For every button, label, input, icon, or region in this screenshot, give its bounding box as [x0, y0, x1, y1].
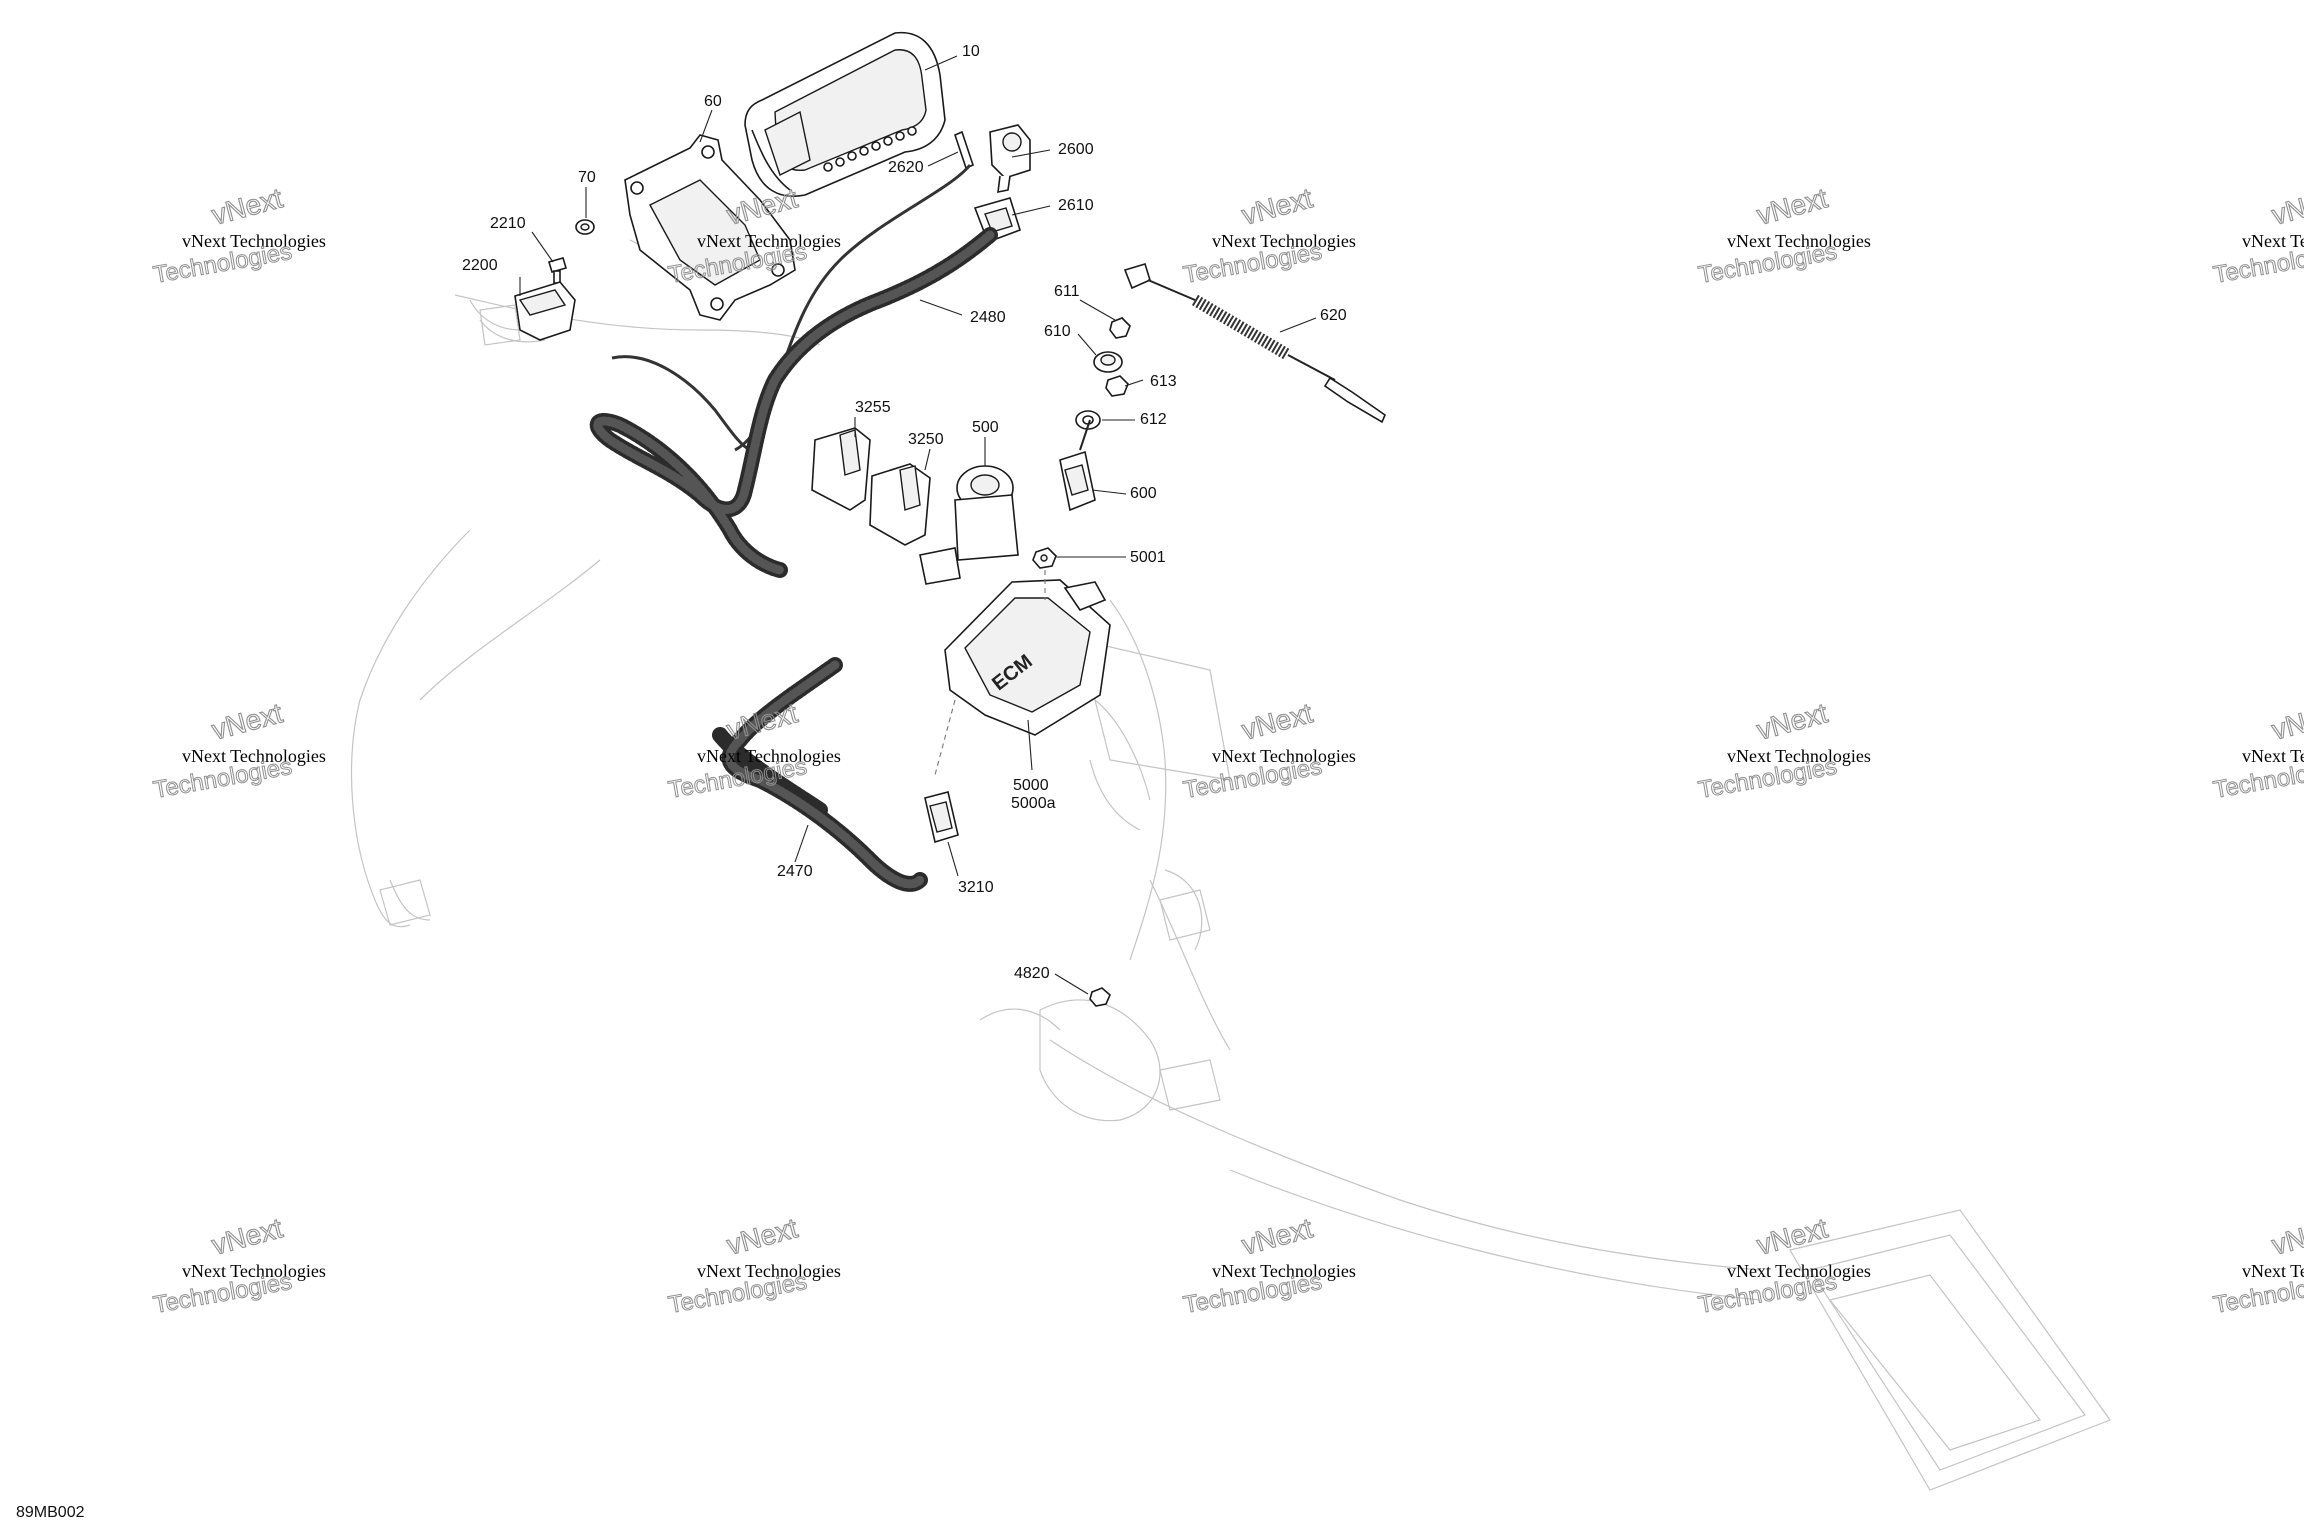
- callout-2600: 2600: [1058, 141, 1094, 158]
- svg-text:vNext Technologies: vNext Technologies: [182, 746, 326, 766]
- rocker-switch-3250: [869, 463, 931, 546]
- svg-text:vNext Technologies: vNext Technologies: [1212, 746, 1356, 766]
- watermark: vNext vNext Technologies Technologies: [666, 1212, 841, 1320]
- ground-wire: [611, 355, 751, 452]
- svg-text:vNext: vNext: [209, 697, 286, 746]
- svg-text:vNext Technologies: vNext Technologies: [2242, 746, 2304, 766]
- nut-611: [1109, 317, 1131, 339]
- watermark: vNext vNext Technologies Technologies: [2211, 182, 2304, 290]
- callout-5000: 5000: [1013, 777, 1049, 794]
- watermark: vNext vNext Technologies Technologies: [1181, 697, 1356, 805]
- watermark: vNext vNext Technologies Technologies: [151, 182, 326, 290]
- callout-500: 500: [972, 419, 999, 436]
- svg-text:vNext Technologies: vNext Technologies: [1212, 231, 1356, 251]
- harness-2470: [712, 657, 928, 892]
- switch-2600: [989, 124, 1031, 194]
- svg-text:vNext Technologies: vNext Technologies: [1727, 746, 1871, 766]
- watermark: vNext vNext Technologies Technologies: [1696, 1212, 1871, 1320]
- svg-text:vNext Technologies: vNext Technologies: [697, 231, 841, 251]
- callout-612: 612: [1140, 411, 1167, 428]
- grommet-70: [575, 219, 595, 235]
- harness-2480: [589, 227, 998, 578]
- ecm-5000: ECM: [944, 579, 1111, 736]
- svg-text:vNext Technologies: vNext Technologies: [2242, 231, 2304, 251]
- callout-613: 613: [1150, 373, 1177, 390]
- figure-code: 89MB002: [16, 1504, 85, 1521]
- svg-text:vNext Technologies: vNext Technologies: [1727, 231, 1871, 251]
- callout-2470: 2470: [777, 863, 813, 880]
- callout-3250: 3250: [908, 431, 944, 448]
- watermark: vNext vNext Technologies Technologies: [666, 697, 841, 805]
- callout-4820: 4820: [1014, 965, 1050, 982]
- callout-labels: 10 60 70 2210 2200 2620 2600 2610 2480 6…: [462, 43, 1347, 982]
- callout-5001: 5001: [1130, 549, 1166, 566]
- callout-2610: 2610: [1058, 197, 1094, 214]
- svg-text:vNext Technologies: vNext Technologies: [697, 746, 841, 766]
- callout-610: 610: [1044, 323, 1071, 340]
- callout-5000a: 5000a: [1011, 795, 1056, 812]
- rocker-switch-3255: [811, 427, 871, 511]
- indicator-lights: [823, 126, 917, 172]
- screw-2210: [548, 257, 567, 284]
- svg-text:vNext Technologies: vNext Technologies: [182, 231, 326, 251]
- module-2200: [479, 281, 576, 346]
- svg-text:vNext: vNext: [209, 182, 286, 231]
- callout-620: 620: [1320, 307, 1347, 324]
- leader-lines: [519, 55, 1317, 995]
- watermark: vNext vNext Technologies Technologies: [151, 1212, 326, 1320]
- watermark: vNext vNext Technologies Technologies: [1181, 182, 1356, 290]
- nut-613: [1105, 375, 1129, 397]
- watermark-grid: vNext vNext Technologies Technologies vN…: [151, 182, 2304, 1320]
- svg-text:vNext Technologies: vNext Technologies: [2242, 1261, 2304, 1281]
- cluster-bracket-60: [624, 134, 796, 321]
- svg-text:vNext: vNext: [724, 1212, 801, 1261]
- watermark: vNext vNext Technologies Technologies: [1696, 182, 1871, 290]
- svg-text:vNext: vNext: [1754, 697, 1831, 746]
- svg-text:vNext Technologies: vNext Technologies: [1727, 1261, 1871, 1281]
- watermark: vNext vNext Technologies Technologies: [2211, 1212, 2304, 1320]
- svg-text:vNext: vNext: [2269, 1212, 2304, 1261]
- svg-text:vNext: vNext: [2269, 697, 2304, 746]
- callout-2620: 2620: [888, 159, 924, 176]
- instrument-cluster-10: [744, 31, 946, 197]
- svg-text:vNext Technologies: vNext Technologies: [1212, 1261, 1356, 1281]
- ghost-vehicle-outline: [351, 239, 2111, 1491]
- push-rivet-2620: [954, 130, 974, 170]
- svg-text:vNext: vNext: [724, 697, 801, 746]
- connector-3210: [924, 791, 959, 844]
- svg-text:vNext: vNext: [2269, 182, 2304, 231]
- callout-600: 600: [1130, 485, 1157, 502]
- callout-3210: 3210: [958, 879, 994, 896]
- watermark: vNext vNext Technologies Technologies: [151, 697, 326, 805]
- nut-4820: [1089, 987, 1111, 1007]
- tether-switch-600: [1059, 419, 1096, 512]
- ignition-switch-500: [919, 465, 1019, 585]
- switch-body-610: [1093, 351, 1123, 373]
- callout-2210: 2210: [490, 215, 526, 232]
- svg-text:vNext: vNext: [1754, 182, 1831, 231]
- svg-text:vNext: vNext: [1239, 697, 1316, 746]
- callout-611: 611: [1054, 283, 1080, 300]
- tether-cord-620: [1123, 263, 1386, 424]
- watermark: vNext vNext Technologies Technologies: [2211, 697, 2304, 805]
- callout-3255: 3255: [855, 399, 891, 416]
- svg-text:vNext Technologies: vNext Technologies: [182, 1261, 326, 1281]
- callout-2480: 2480: [970, 309, 1006, 326]
- watermark: vNext vNext Technologies Technologies: [1181, 1212, 1356, 1320]
- svg-text:vNext: vNext: [1239, 182, 1316, 231]
- svg-text:vNext: vNext: [1239, 1212, 1316, 1261]
- svg-text:vNext Technologies: vNext Technologies: [697, 1261, 841, 1281]
- callout-10: 10: [962, 43, 980, 60]
- nut-5001: [1032, 547, 1057, 569]
- callout-70: 70: [578, 169, 596, 186]
- callout-60: 60: [704, 93, 722, 110]
- watermark: vNext vNext Technologies Technologies: [1696, 697, 1871, 805]
- svg-text:vNext: vNext: [209, 1212, 286, 1261]
- callout-2200: 2200: [462, 257, 498, 274]
